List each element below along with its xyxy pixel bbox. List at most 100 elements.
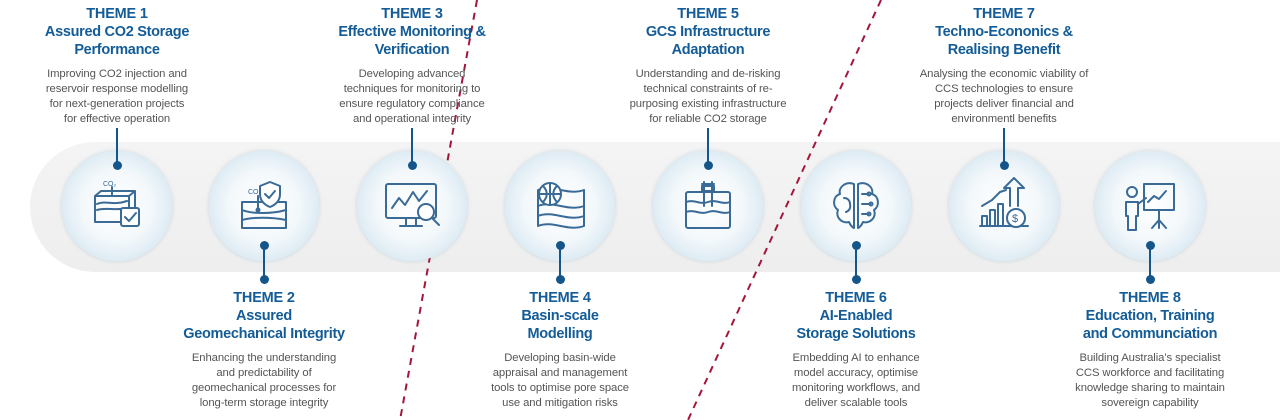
theme-description-line: knowledge sharing to maintain [1075, 382, 1225, 394]
theme-description-line: model accuracy, optimise [793, 367, 919, 379]
theme-3-text: THEME 3 Effective Monitoring & Verificatio… [297, 6, 527, 127]
theme-description-line: projects deliver financial and [934, 98, 1074, 110]
globe-layers-icon [537, 182, 585, 229]
theme-4-connector-dot [555, 241, 565, 250]
theme-description-line: sovereign capability [1101, 397, 1199, 409]
theme-description-line: and operational integrity [352, 113, 472, 125]
theme-6-connector-end [851, 275, 861, 284]
theme-8-connector [1149, 245, 1151, 280]
theme-title-line: GCS Infrastructure [645, 24, 771, 40]
theme-description-line: Understanding and de-risking [635, 68, 781, 80]
theme-description: Improving CO2 injection and reservoir res… [2, 67, 232, 127]
theme-3-connector-dot [407, 161, 417, 170]
theme-4-connector [559, 245, 561, 280]
teacher-presentation-icon [1125, 183, 1175, 231]
theme-number: THEME 2 [233, 290, 295, 306]
theme-3-icon-circle [357, 151, 467, 261]
theme-description-line: CCS workforce and facilitating [1075, 367, 1225, 379]
ai-brain-icon [833, 182, 879, 229]
theme-description-line: Embedding AI to enhance [792, 352, 920, 364]
theme-2-connector-end [259, 275, 269, 284]
theme-description: Developing advanced techniques for monito… [297, 67, 527, 127]
theme-description-line: Analysing the economic viability of [919, 68, 1089, 80]
theme-2-connector-dot [259, 241, 269, 250]
theme-title-line: Modelling [527, 326, 593, 342]
theme-description: Understanding and de-risking technical co… [593, 67, 823, 127]
theme-description: Embedding AI to enhance model accuracy, o… [741, 351, 971, 411]
theme-1-connector-dot [112, 161, 122, 170]
theme-description-line: Building Australia’s specialist [1079, 352, 1221, 364]
theme-description-line: ensure regulatory compliance [339, 98, 485, 110]
theme-description: Enhancing the understanding and predictab… [149, 351, 379, 411]
theme-5-connector-dot [703, 161, 713, 170]
theme-title-line: Storage Solutions [796, 326, 916, 342]
theme-5-connector [707, 128, 709, 166]
growth-chart-dollar-icon: $ [979, 177, 1029, 228]
theme-title-line: Techno-Econonics & [935, 24, 1073, 40]
svg-text:CO₂: CO₂ [248, 189, 262, 196]
monitor-chart-magnifier-icon [385, 183, 440, 227]
theme-description-line: CCS technologies to ensure [934, 83, 1074, 95]
theme-number: THEME 7 [973, 6, 1035, 22]
theme-title-line: Verification [374, 42, 450, 58]
theme-number: THEME 3 [381, 6, 443, 22]
theme-title-line: Effective Monitoring & [338, 24, 486, 40]
theme-description-line: use and mitigation risks [502, 397, 618, 409]
theme-8-connector-dot [1145, 241, 1155, 250]
reservoir-co2-check-icon: CO₂ [94, 181, 140, 227]
theme-description-line: and predictability of [216, 367, 312, 379]
theme-description-line: for reliable CO2 storage [649, 113, 767, 125]
theme-1-connector [116, 128, 118, 166]
geology-shield-icon: CO₂ [241, 181, 287, 229]
theme-title-line: AI-Enabled [819, 308, 893, 324]
theme-description-line: techniques for monitoring to [343, 83, 481, 95]
theme-number: THEME 8 [1119, 290, 1181, 306]
theme-description-line: for next-generation projects [49, 98, 185, 110]
theme-8-connector-end [1145, 275, 1155, 284]
infrastructure-well-icon [685, 181, 731, 229]
theme-title-line: Adaptation [671, 42, 745, 58]
theme-number: THEME 1 [86, 6, 148, 22]
theme-description-line: Developing basin-wide [504, 352, 616, 364]
theme-number: THEME 4 [529, 290, 591, 306]
theme-number: THEME 5 [677, 6, 739, 22]
theme-7-connector-dot [999, 161, 1009, 170]
theme-number: THEME 6 [825, 290, 887, 306]
theme-description-line: technical constraints of re- [643, 83, 773, 95]
theme-title-line: Basin-scale [521, 308, 599, 324]
theme-description-line: Enhancing the understanding [191, 352, 337, 364]
theme-title-line: Education, Training [1085, 308, 1215, 324]
theme-description-line: deliver scalable tools [804, 397, 908, 409]
theme-description-line: monitoring workflows, and [791, 382, 921, 394]
theme-description-line: Improving CO2 injection and [47, 68, 187, 80]
theme-description-line: for effective operation [63, 113, 171, 125]
theme-title-line: Assured CO2 Storage [44, 24, 190, 40]
theme-title-line: Assured [236, 308, 292, 324]
theme-description-line: tools to optimise pore space [491, 382, 629, 394]
theme-title-line: Realising Benefit [947, 42, 1061, 58]
theme-4-connector-end [555, 275, 565, 284]
theme-title-line: and Communciation [1082, 326, 1218, 342]
theme-6-connector-dot [851, 241, 861, 250]
theme-description-line: Developing advanced [358, 68, 466, 80]
theme-title-line: Geomechanical Integrity [183, 326, 345, 342]
theme-description-line: purposing existing infrastructure [629, 98, 787, 110]
theme-8-text: THEME 8 Education, Training and Communciat… [1035, 290, 1265, 411]
theme-3-connector [411, 128, 413, 166]
theme-description-line: reservoir response modelling [45, 83, 189, 95]
theme-description-line: long-term storage integrity [199, 397, 329, 409]
theme-description-line: geomechanical processes for [191, 382, 337, 394]
theme-title-line: Performance [74, 42, 160, 58]
theme-description: Analysing the economic viability of CCS t… [889, 67, 1119, 127]
svg-text:$: $ [1012, 213, 1018, 225]
theme-7-text: THEME 7 Techno-Econonics & Realising Benef… [889, 6, 1119, 127]
theme-description-line: environmentl benefits [951, 113, 1057, 125]
theme-7-connector [1003, 128, 1005, 166]
svg-text:CO₂: CO₂ [103, 181, 117, 188]
